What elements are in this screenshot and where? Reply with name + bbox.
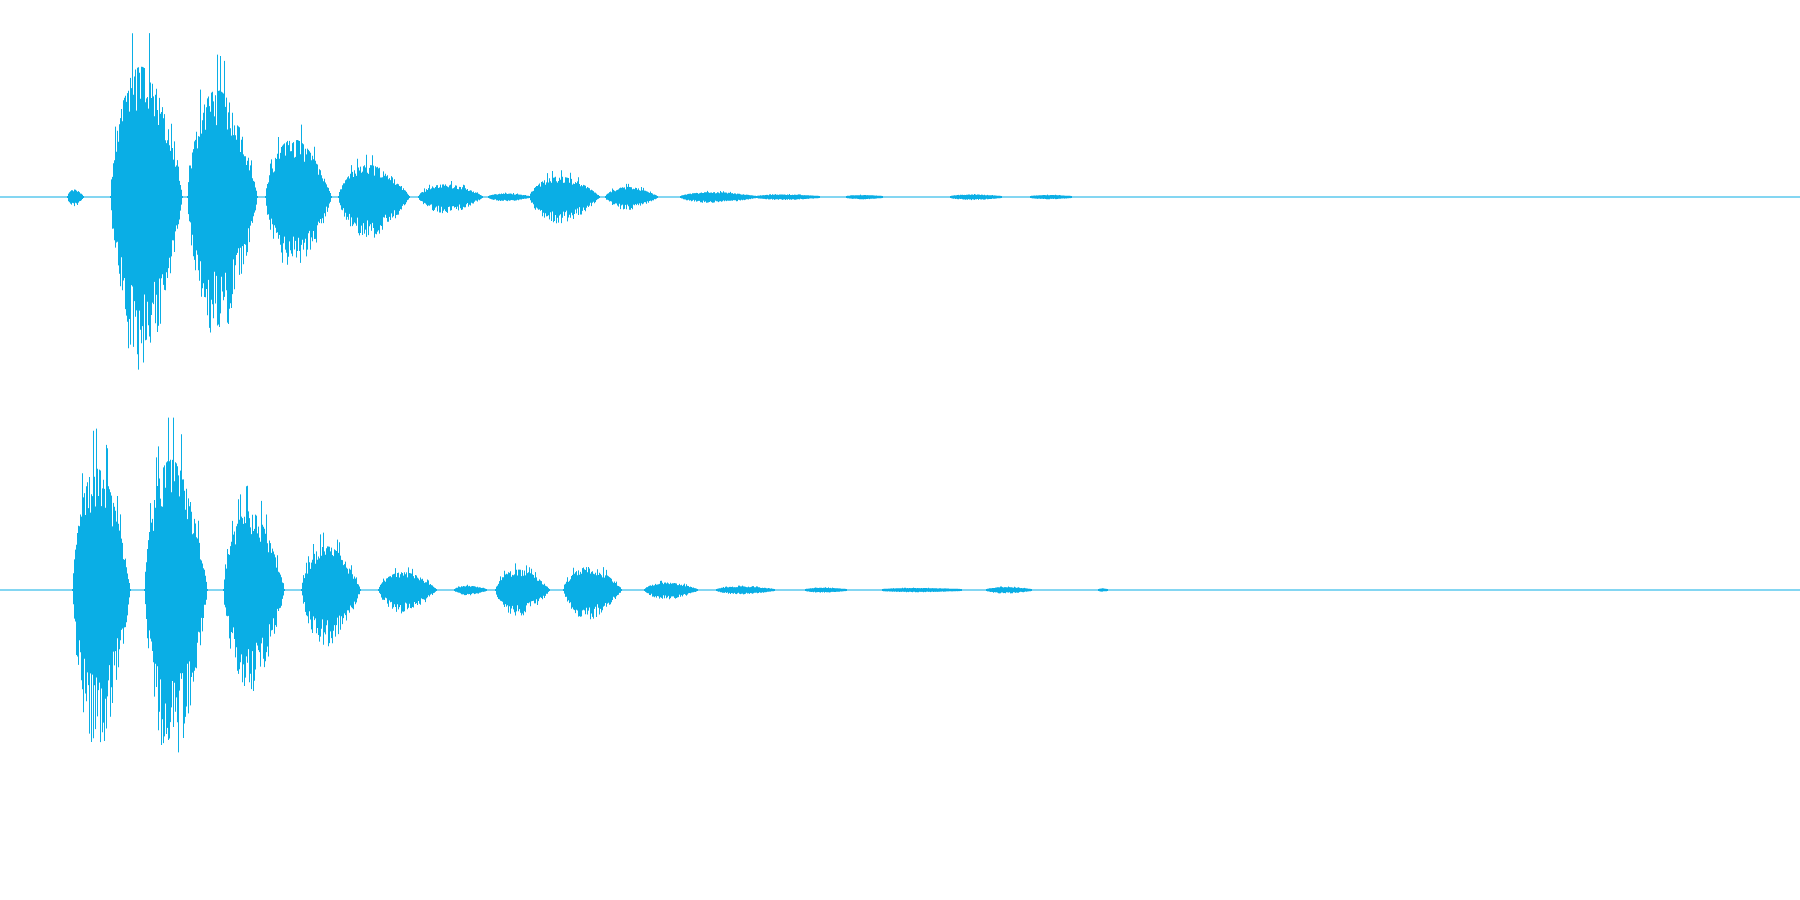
channel-2-burst-3 (223, 485, 285, 691)
channel-2-burst-5 (378, 567, 437, 614)
channel-1-burst-11 (756, 194, 820, 200)
channel-2-burst-13 (986, 586, 1032, 594)
channel-1-burst-9 (605, 183, 658, 210)
channel-1-burst-1 (67, 189, 84, 207)
channel-2-burst-9 (644, 580, 698, 600)
channel-2-track[interactable] (0, 417, 1800, 753)
channel-2-burst-10 (716, 585, 775, 595)
channel-2-burst-14 (1098, 588, 1108, 592)
channel-2-burst-6 (454, 584, 487, 596)
channel-1-burst-8 (529, 170, 600, 224)
channel-1-burst-6 (418, 181, 483, 214)
channel-1-burst-5 (338, 154, 410, 238)
channel-2-burst-11 (805, 587, 847, 593)
channel-1-burst-2 (110, 33, 183, 370)
channel-2-burst-7 (495, 563, 550, 616)
channel-2-burst-1 (72, 428, 131, 743)
channel-1-burst-3 (187, 54, 258, 333)
channel-1-track[interactable] (0, 33, 1800, 370)
channel-2-burst-12 (882, 587, 962, 593)
channel-1-burst-10 (680, 190, 757, 203)
channel-1-burst-4 (265, 124, 332, 265)
channel-2-burst-8 (563, 567, 622, 620)
channel-1-burst-13 (950, 194, 1002, 201)
channel-1-burst-12 (846, 194, 883, 200)
channel-2-burst-4 (301, 532, 361, 647)
channel-1-burst-7 (488, 192, 530, 202)
channel-2-burst-2 (144, 417, 208, 753)
channel-1-burst-14 (1030, 194, 1072, 200)
